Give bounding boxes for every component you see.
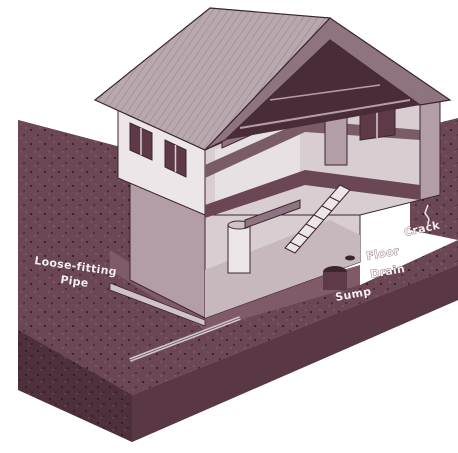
house-right-wall [420,100,440,200]
floor-drain [345,256,355,261]
label-crack: Crack [403,219,442,239]
sump-pit [323,266,347,290]
label-floor-drain-line1: Floor [365,244,400,263]
water-heater [228,221,250,273]
